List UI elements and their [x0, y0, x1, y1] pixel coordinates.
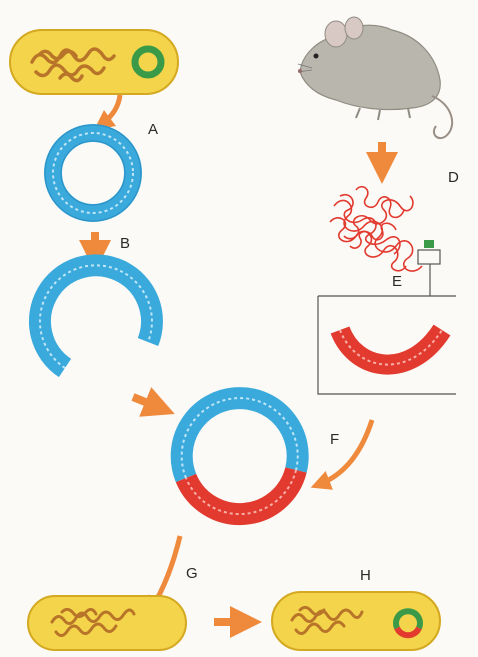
recombinant-plasmid	[182, 398, 298, 514]
mouse-icon	[298, 17, 452, 138]
label-b: B	[120, 235, 130, 252]
target-gene-marker	[418, 240, 440, 296]
mouse-dna-tangle	[330, 187, 422, 271]
label-h: H	[360, 567, 371, 584]
label-d: D	[448, 169, 459, 186]
cut-plasmid	[40, 265, 152, 368]
bacterium-recipient	[28, 596, 186, 650]
arrow-icon	[102, 95, 120, 124]
label-e: E	[392, 273, 402, 290]
label-f: F	[330, 431, 339, 448]
arrow-icon	[133, 397, 160, 408]
isolated-plasmid	[45, 125, 141, 221]
label-g: G	[186, 565, 198, 582]
isolated-gene-box	[318, 296, 456, 394]
arrow-icon	[320, 420, 372, 484]
label-a: A	[148, 121, 158, 138]
bacterium-transformed	[272, 592, 440, 650]
bacterium-original	[10, 30, 178, 94]
